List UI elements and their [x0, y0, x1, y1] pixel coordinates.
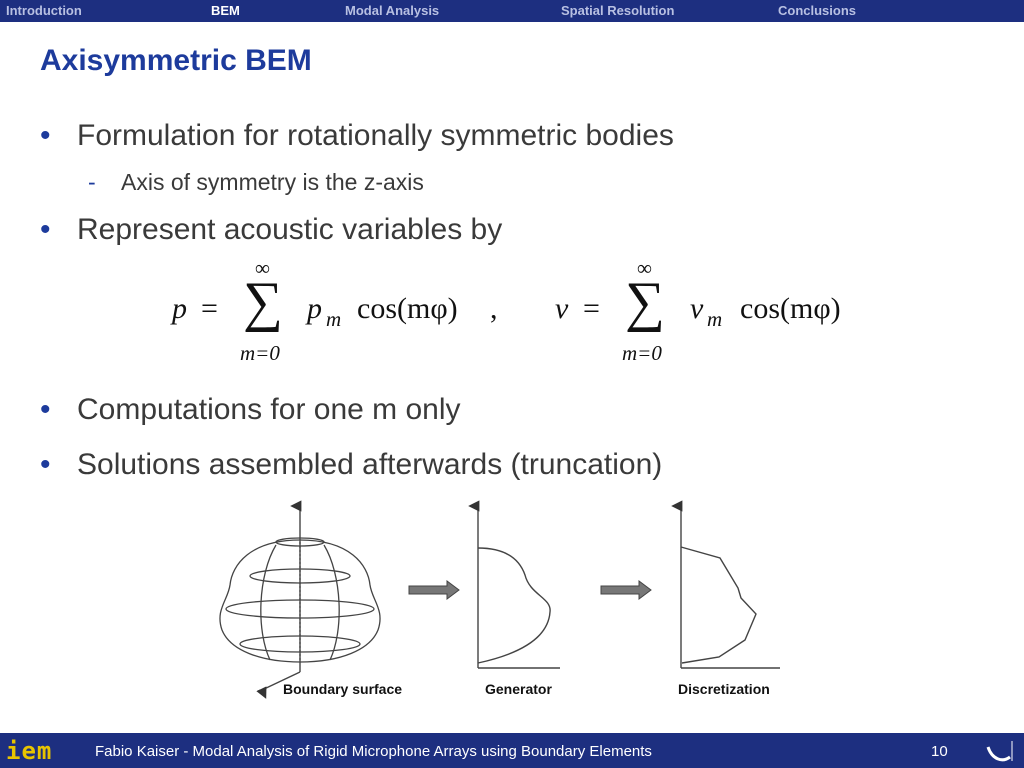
nav-item-spatial-resolution[interactable]: Spatial Resolution — [561, 3, 675, 18]
nav-item-conclusions[interactable]: Conclusions — [778, 3, 857, 18]
eq-sum-symbol-2: ∑ — [625, 271, 665, 333]
bullet-glyph: • — [40, 393, 51, 426]
caption-boundary-surface: Boundary surface — [283, 681, 403, 697]
eq-p-sub: m — [326, 307, 342, 331]
nav-item-bem[interactable]: BEM — [211, 3, 240, 18]
bullet-formulation: • Formulation for rotationally symmetric … — [40, 119, 674, 153]
eq-basis-2: cos(mφ) — [740, 292, 841, 325]
footer-text: Fabio Kaiser - Modal Analysis of Rigid M… — [95, 743, 652, 760]
sub-bullet-axis: -Axis of symmetry is the z-axis — [88, 169, 424, 196]
bullet-text: Computations for one m only — [77, 393, 461, 426]
caption-generator: Generator — [485, 681, 552, 697]
sub-bullet-text: Axis of symmetry is the z-axis — [121, 169, 424, 195]
bullet-text: Represent acoustic variables by — [77, 213, 503, 246]
bullet-text: Formulation for rotationally symmetric b… — [77, 119, 674, 152]
eq-equals-2: = — [583, 292, 600, 325]
bullet-text: Solutions assembled afterwards (truncati… — [77, 448, 663, 481]
eq-v-coef: v — [690, 292, 704, 325]
generator-drawing — [468, 500, 560, 669]
bullet-computations: • Computations for one m only — [40, 393, 461, 427]
eq-basis-1: cos(mφ) — [357, 292, 458, 325]
process-arrow-1 — [408, 580, 460, 600]
page-number: 10 — [931, 743, 948, 760]
eq-v-var: v — [555, 292, 569, 325]
bullet-glyph: • — [40, 448, 51, 481]
eq-sum-lower-2: m=0 — [622, 341, 662, 365]
boundary-surface-drawing — [219, 500, 381, 699]
dash-glyph: - — [88, 169, 96, 195]
eq-v-sub: m — [707, 307, 723, 331]
eq-p-var: p — [172, 292, 187, 325]
bullet-solutions: • Solutions assembled afterwards (truncat… — [40, 448, 662, 482]
eq-sum-upper-2: ∞ — [637, 256, 652, 280]
footer-bar: iem Fabio Kaiser - Modal Analysis of Rig… — [0, 733, 1024, 768]
bullet-glyph: • — [40, 213, 51, 246]
slide-title: Axisymmetric BEM — [40, 44, 312, 77]
eq-sum-upper-1: ∞ — [255, 256, 270, 280]
eq-sum-symbol-1: ∑ — [243, 271, 283, 333]
eq-comma: , — [490, 292, 498, 325]
discretization-drawing — [671, 500, 780, 669]
eq-p-coef: p — [307, 292, 322, 325]
caption-discretization: Discretization — [678, 681, 770, 697]
section-nav-bar: Introduction BEM Modal Analysis Spatial … — [0, 0, 1024, 22]
iem-logo: iem — [6, 737, 53, 765]
bullet-glyph: • — [40, 119, 51, 152]
eq-sum-lower-1: m=0 — [240, 341, 280, 365]
eq-equals-1: = — [201, 292, 218, 325]
bullet-represent: • Represent acoustic variables by — [40, 213, 502, 247]
nav-item-introduction[interactable]: Introduction — [6, 3, 82, 18]
university-logo-icon — [986, 741, 1013, 762]
process-arrow-2 — [600, 580, 652, 600]
nav-item-modal-analysis[interactable]: Modal Analysis — [345, 3, 440, 18]
